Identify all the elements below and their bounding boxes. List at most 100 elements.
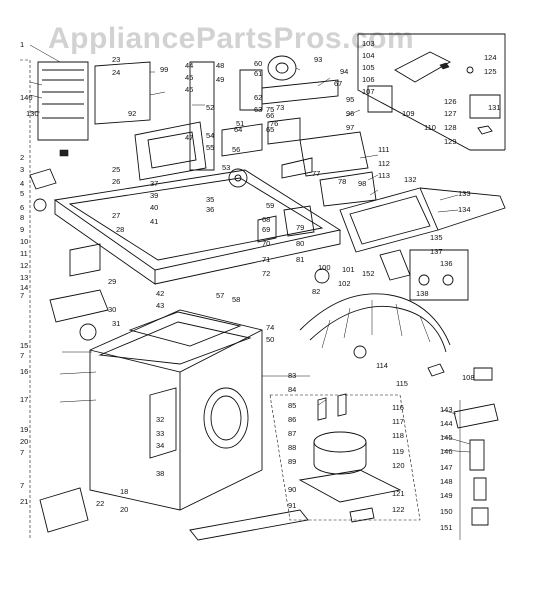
label-148: 148 bbox=[440, 477, 453, 486]
label-101: 101 bbox=[342, 265, 355, 274]
label-112: 112 bbox=[378, 159, 390, 168]
label-11: 11 bbox=[20, 249, 28, 258]
label-41: 41 bbox=[150, 217, 158, 226]
label-121: 121 bbox=[392, 489, 405, 498]
label-37: 37 bbox=[150, 179, 158, 188]
label-124: 124 bbox=[484, 53, 497, 62]
label-22: 22 bbox=[96, 499, 104, 508]
label-94: 94 bbox=[340, 67, 348, 76]
label-79: 79 bbox=[296, 223, 304, 232]
label-151: 151 bbox=[440, 523, 453, 532]
label-135: 135 bbox=[430, 233, 443, 242]
label-27: 27 bbox=[112, 211, 120, 220]
label-87: 87 bbox=[288, 429, 296, 438]
label-111: 111 bbox=[378, 145, 389, 154]
label-8: 8 bbox=[20, 213, 24, 222]
label-96: 96 bbox=[346, 109, 354, 118]
label-10: 10 bbox=[20, 237, 28, 246]
control-panel-assembly bbox=[20, 59, 151, 320]
label-65: 65 bbox=[266, 125, 274, 134]
label-45: 45 bbox=[185, 73, 193, 82]
label-51: 51 bbox=[236, 119, 244, 128]
label-44: 44 bbox=[185, 61, 193, 70]
inset-box bbox=[357, 33, 506, 151]
label-76: 76 bbox=[270, 119, 278, 128]
label-14: 14 bbox=[20, 283, 28, 292]
label-81: 81 bbox=[296, 255, 304, 264]
label-92: 92 bbox=[128, 109, 136, 118]
label-25: 25 bbox=[112, 165, 120, 174]
label-40: 40 bbox=[150, 203, 158, 212]
label-52: 52 bbox=[206, 103, 214, 112]
label-28: 28 bbox=[116, 225, 124, 234]
label-20b: 20 bbox=[120, 505, 128, 514]
label-58: 58 bbox=[232, 295, 240, 304]
label-93: 93 bbox=[314, 55, 322, 64]
label-49: 49 bbox=[216, 75, 224, 84]
label-97: 97 bbox=[346, 123, 354, 132]
label-132: 132 bbox=[404, 175, 417, 184]
label-66: 66 bbox=[266, 111, 274, 120]
label-119: 119 bbox=[392, 447, 404, 456]
label-99: 99 bbox=[160, 65, 168, 74]
label-17: 17 bbox=[20, 395, 28, 404]
label-83: 83 bbox=[288, 371, 296, 380]
label-77: 77 bbox=[312, 169, 320, 178]
label-131: 131 bbox=[488, 103, 501, 112]
label-57: 57 bbox=[216, 291, 224, 300]
label-82: 82 bbox=[312, 287, 320, 296]
label-80: 80 bbox=[296, 239, 304, 248]
label-53: 53 bbox=[222, 163, 230, 172]
label-109: 109 bbox=[402, 109, 415, 118]
label-69: 69 bbox=[262, 225, 270, 234]
label-90: 90 bbox=[288, 485, 296, 494]
label-107: 107 bbox=[362, 87, 375, 96]
label-128: 128 bbox=[444, 123, 457, 132]
label-9: 9 bbox=[20, 225, 24, 234]
label-117: 117 bbox=[392, 417, 404, 426]
label-133: 133 bbox=[458, 189, 471, 198]
cabinet bbox=[89, 309, 309, 541]
label-89: 89 bbox=[288, 457, 296, 466]
label-100: 100 bbox=[318, 263, 331, 272]
label-104: 104 bbox=[362, 51, 375, 60]
label-7c: 7 bbox=[20, 448, 24, 457]
label-54: 54 bbox=[206, 131, 214, 140]
label-56: 56 bbox=[232, 145, 240, 154]
label-29: 29 bbox=[108, 277, 116, 286]
label-3: 3 bbox=[20, 165, 24, 174]
label-13: 13 bbox=[20, 273, 28, 282]
label-16: 16 bbox=[20, 367, 28, 376]
label-98: 98 bbox=[358, 179, 366, 188]
label-149: 149 bbox=[440, 491, 453, 500]
label-5: 5 bbox=[20, 189, 24, 198]
label-63: 63 bbox=[254, 105, 262, 114]
label-120: 120 bbox=[392, 461, 405, 470]
watermark: AppliancePartsPros.com bbox=[48, 22, 414, 55]
label-26: 26 bbox=[112, 177, 120, 186]
label-114: 114 bbox=[376, 361, 388, 370]
label-136: 136 bbox=[440, 259, 453, 268]
label-50: 50 bbox=[266, 335, 274, 344]
label-118: 118 bbox=[392, 431, 404, 440]
part-labels: 1 2 3 4 5 6 7 7 7 7 8 9 10 11 12 13 14 1… bbox=[20, 39, 501, 532]
label-146: 146 bbox=[440, 447, 453, 456]
label-71: 71 bbox=[262, 255, 270, 264]
wiring-harness bbox=[299, 268, 493, 381]
label-103: 103 bbox=[362, 39, 375, 48]
label-7a: 7 bbox=[20, 291, 24, 300]
label-86: 86 bbox=[288, 415, 296, 424]
label-59: 59 bbox=[266, 201, 274, 210]
right-column-parts bbox=[453, 400, 499, 540]
inset-parts-135 bbox=[409, 249, 469, 301]
line-art bbox=[20, 33, 506, 541]
label-91: 91 bbox=[288, 501, 296, 510]
label-84: 84 bbox=[288, 385, 296, 394]
label-110: 110 bbox=[424, 123, 436, 132]
label-138: 138 bbox=[416, 289, 429, 298]
label-18: 18 bbox=[120, 487, 128, 496]
label-15: 15 bbox=[20, 341, 28, 350]
label-2: 2 bbox=[20, 153, 24, 162]
label-62: 62 bbox=[254, 93, 262, 102]
